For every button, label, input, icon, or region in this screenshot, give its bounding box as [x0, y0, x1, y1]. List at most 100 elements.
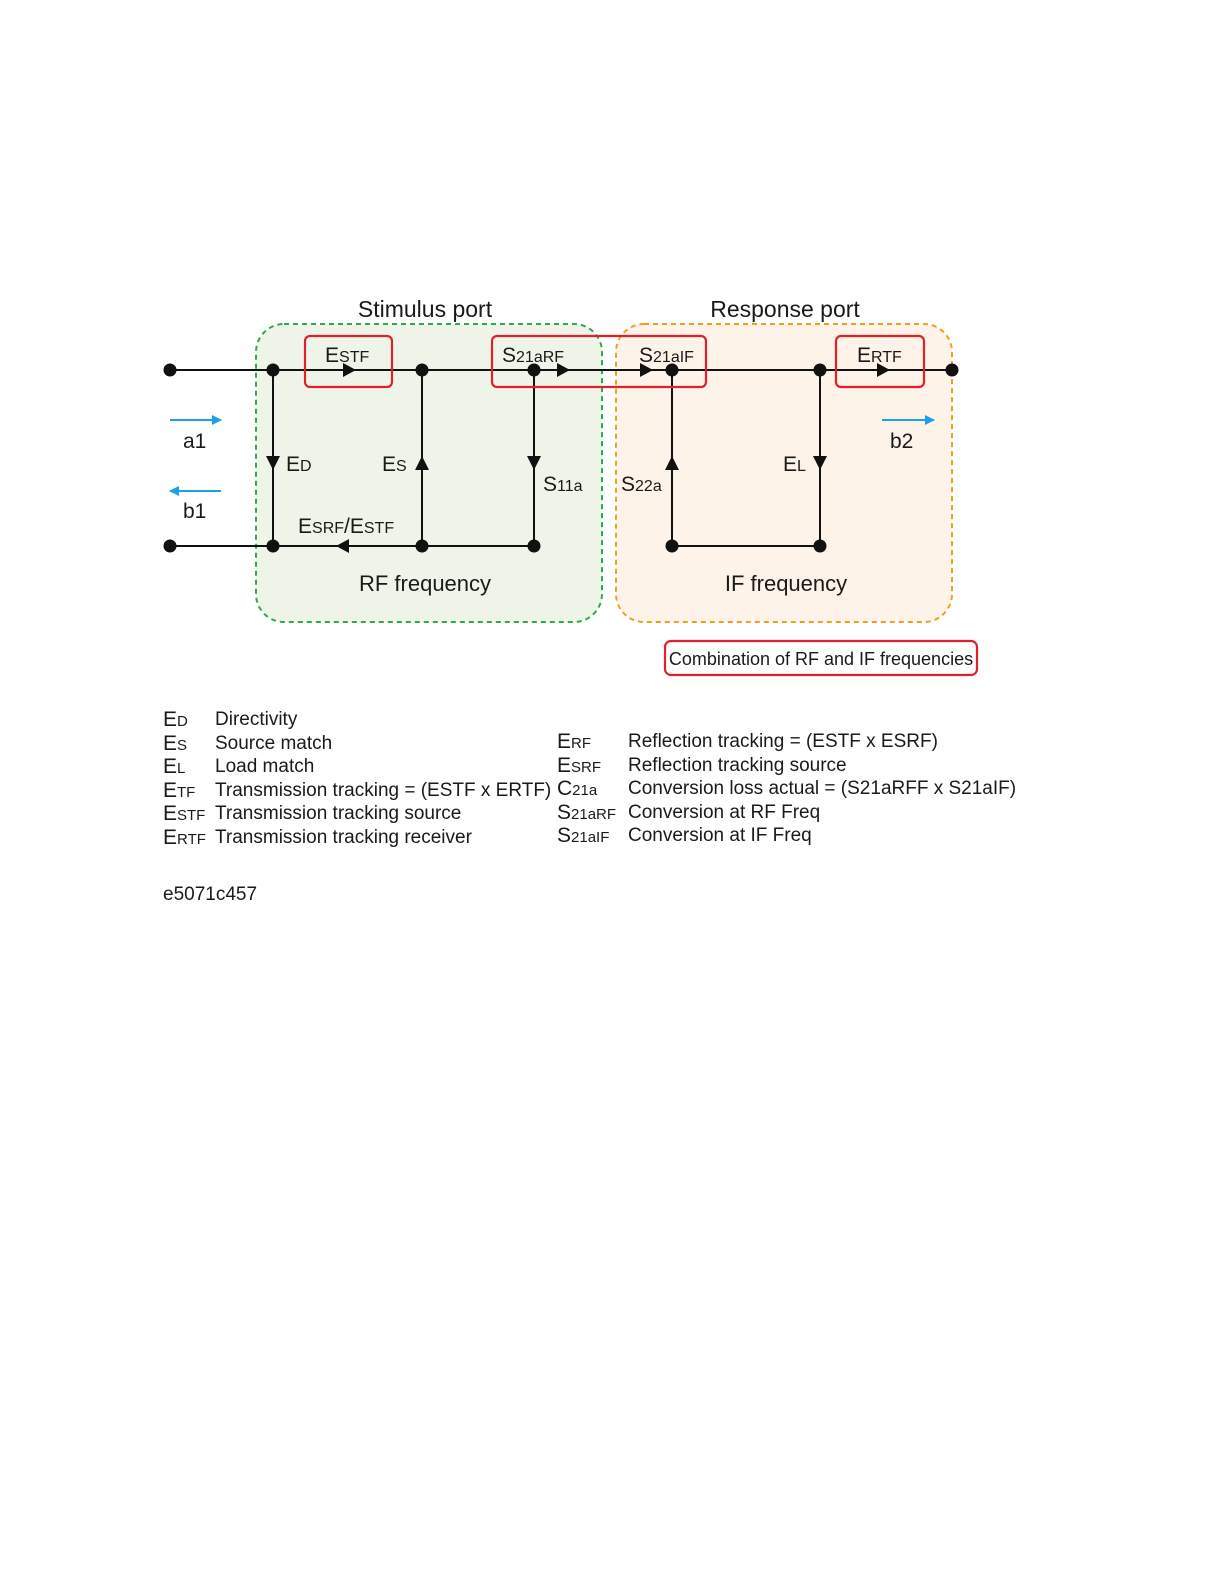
s22a-arrowhead [665, 456, 679, 470]
legend-symbol-sub: S [177, 736, 188, 754]
estf-arrowhead [343, 363, 356, 377]
legend-symbol-sub: D [177, 713, 188, 730]
ertf-highlight-box [834, 334, 926, 389]
node [415, 363, 429, 377]
legend-symbol-main: S [557, 824, 572, 847]
legend-symbol: ERTF [163, 825, 215, 851]
legend-symbol-main: C [557, 777, 573, 800]
node [266, 363, 280, 377]
legend-description: Reflection tracking source [628, 754, 847, 776]
node [665, 539, 679, 553]
label-s21aif: S21aIF [639, 344, 694, 367]
legend-description: Transmission tracking = (ESTF x ERTF) [215, 779, 552, 801]
highlight-boxes [303, 334, 979, 677]
label-ertf: ERTF [857, 344, 902, 367]
a1-label: a1 [183, 430, 206, 453]
figure-id: e5071c457 [163, 884, 258, 905]
legend-symbol-main: E [557, 730, 572, 753]
legend-symbol-main: E [163, 778, 178, 802]
legend-symbol: ESTF [163, 803, 215, 827]
label-el: EL [783, 453, 806, 476]
b2-label: b2 [890, 430, 913, 453]
legend-symbol-main: E [163, 802, 178, 825]
signal-flow-diagram: Stimulus port Response port [163, 296, 979, 677]
legend-symbol-sub: RF [571, 735, 592, 752]
legend-symbol: S21aIF [557, 825, 628, 849]
legend-symbol: ETF [163, 778, 215, 804]
legend-description: Transmission tracking receiver [215, 826, 472, 848]
s11a-arrowhead [527, 456, 541, 470]
node [266, 539, 280, 553]
legend-symbol: EL [163, 756, 215, 780]
combination-note: Combination of RF and IF frequencies [669, 649, 973, 669]
ed-arrowhead [266, 456, 280, 470]
b1-label: b1 [183, 500, 206, 523]
esrf-estf-arrowhead [336, 539, 349, 553]
node [527, 363, 541, 377]
legend-symbol: ES [163, 731, 215, 757]
es-arrowhead [415, 456, 429, 470]
label-s22a: S22a [621, 473, 662, 496]
node-dots [163, 363, 959, 553]
el-arrowhead [813, 456, 827, 470]
response-port-region [615, 323, 953, 623]
label-es: ES [382, 453, 407, 476]
legend-symbol-main: E [163, 825, 178, 849]
legend-symbol-sub: SRF [571, 758, 602, 776]
rf-frequency-label: RF frequency [359, 571, 491, 596]
legend-description: Conversion at IF Freq [628, 825, 812, 846]
legend-symbol-sub: 21aRF [571, 805, 617, 823]
s21aif-arrowhead [640, 363, 653, 377]
legend-symbol: ED [163, 709, 215, 733]
legend-symbol: ESRF [557, 753, 628, 779]
legend-description: Conversion loss actual = (S21aRFF x S21a… [628, 778, 1017, 799]
legend-symbol-sub: L [177, 760, 186, 777]
if-frequency-label: IF frequency [725, 571, 847, 596]
node-port2 [945, 363, 959, 377]
legend-symbol-sub: STF [177, 807, 206, 824]
s21arf-arrowhead [557, 363, 570, 377]
legend-symbol-sub: RTF [177, 830, 206, 848]
node-port1-top [163, 363, 177, 377]
legend-symbol-main: E [557, 753, 572, 777]
legend-symbol-main: E [163, 708, 178, 731]
label-estf: ESTF [325, 344, 369, 367]
legend-symbol: C21a [557, 778, 628, 802]
legend-description: Source match [215, 732, 333, 754]
s21a-combination-box [490, 334, 708, 389]
legend-symbol-sub: TF [177, 783, 196, 801]
label-s11a: S11a [543, 473, 583, 496]
node [813, 363, 827, 377]
ertf-arrowhead [877, 363, 890, 377]
legend-description: Load match [215, 756, 315, 777]
legend-symbol: S21aRF [557, 800, 628, 826]
node [813, 539, 827, 553]
node [665, 363, 679, 377]
legend-symbol-sub: 21a [572, 782, 598, 799]
legend-description: Conversion at RF Freq [628, 801, 821, 823]
estf-highlight-box [303, 334, 394, 389]
node-port1-bottom [163, 539, 177, 553]
node [415, 539, 429, 553]
flow-arrowheads [266, 363, 890, 553]
legend-description: Transmission tracking source [215, 803, 462, 824]
label-s21arf: S21aRF [502, 344, 564, 367]
response-port-title: Response port [710, 296, 860, 322]
legend-symbol-main: E [163, 731, 178, 755]
combination-legend-box [663, 639, 979, 677]
label-esrf-estf: ESRF/ESTF [298, 515, 394, 538]
node [527, 539, 541, 553]
legend-symbol-main: S [557, 800, 572, 824]
